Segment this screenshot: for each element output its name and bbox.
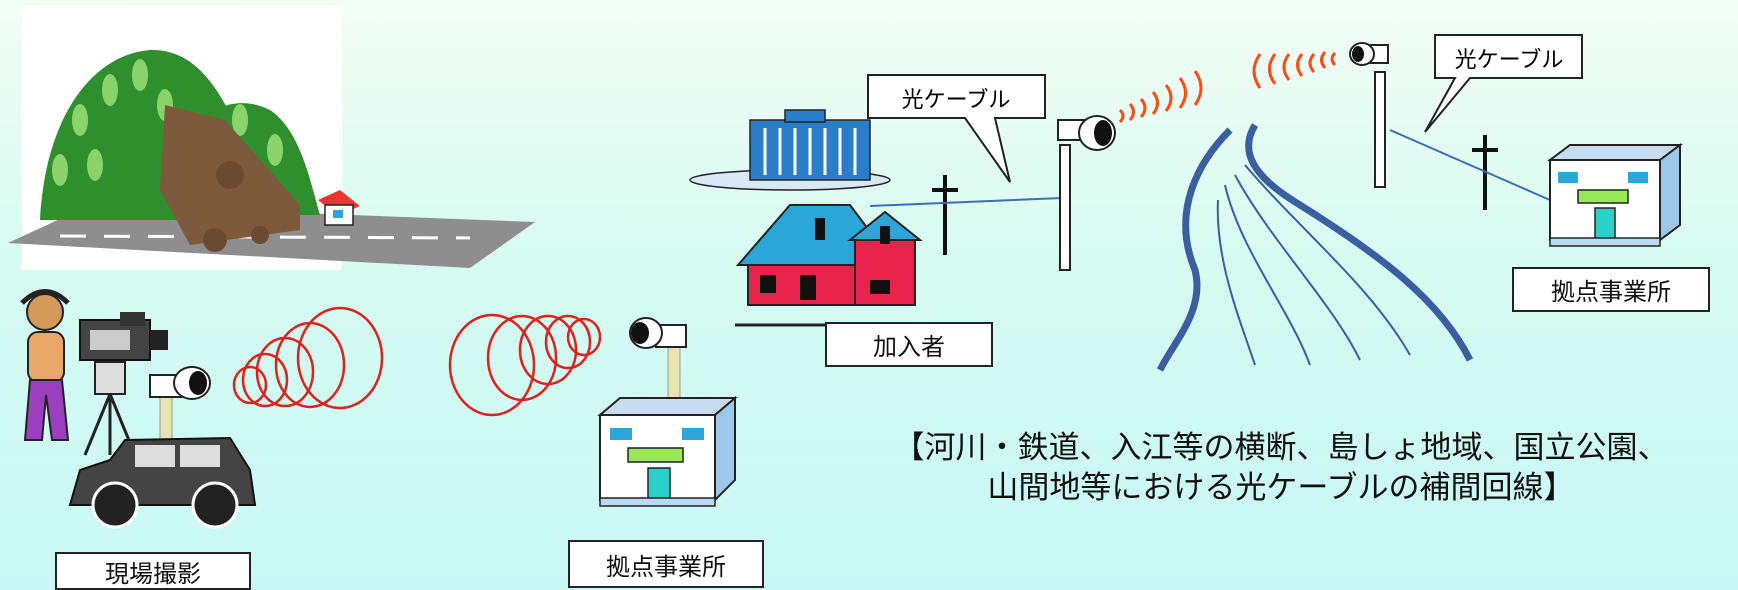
caption-line-1: 【河川・鉄道、入江等の横断、島しょ地域、国立公園、 <box>893 430 1669 466</box>
callout-box-fiber-right <box>1424 34 1583 133</box>
antenna-pole-right <box>1349 42 1389 188</box>
base-office-left-label: 拠点事業所 <box>568 540 764 588</box>
fiber-cable-label-right: 光ケーブル <box>1454 48 1564 73</box>
callout-box-fiber-left <box>867 74 1046 183</box>
radio-wave-left <box>232 306 384 410</box>
relay-vehicle-illustration <box>68 366 257 529</box>
site-shooting-label: 現場撮影 <box>55 552 251 590</box>
base-office-right-label: 拠点事業所 <box>1512 267 1710 312</box>
city-building-illustration <box>689 109 891 191</box>
subscriber-label: 加入者 <box>825 322 993 367</box>
base-office-right-building <box>1547 143 1683 247</box>
utility-pole-icon <box>932 135 1498 255</box>
fiber-cable-lines <box>869 129 1551 207</box>
caption-line-2: 山間地等における光ケーブルの補間回線】 <box>987 470 1575 506</box>
landslide-illustration <box>8 5 535 270</box>
subscriber-house-illustration <box>735 204 930 327</box>
river-illustration <box>1156 123 1474 372</box>
fiber-cable-label-left: 光ケーブル <box>901 88 1011 113</box>
antenna-pole-left <box>1057 115 1116 271</box>
camera-operator-illustration <box>20 289 168 456</box>
radio-wave-right <box>448 313 602 417</box>
base-office-left-building <box>597 317 738 507</box>
caption: 【河川・鉄道、入江等の横断、島しょ地域、国立公園、 山間地等における光ケーブルの… <box>836 428 1726 508</box>
microwave-link-waves <box>1118 51 1337 124</box>
